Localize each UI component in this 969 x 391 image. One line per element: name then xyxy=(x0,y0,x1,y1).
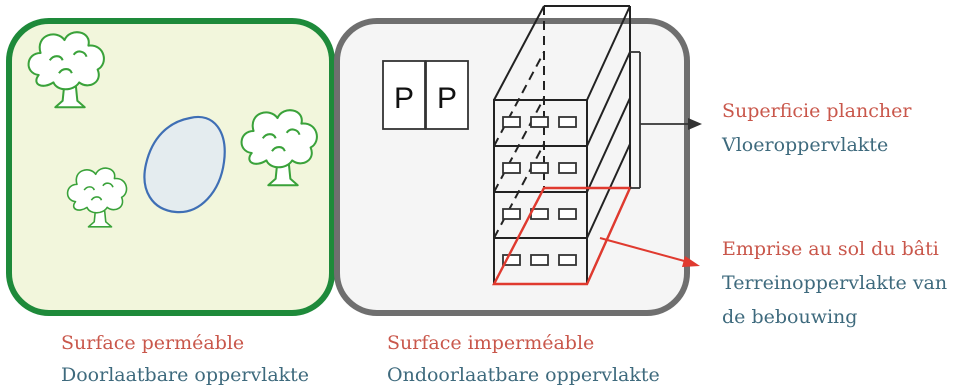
parking-sign-right xyxy=(425,60,469,130)
window-row-icon xyxy=(502,208,577,220)
pond-icon xyxy=(143,115,226,214)
impermeable-label-nl: Ondoorlaatbare oppervlakte xyxy=(387,364,660,386)
footprint-label-nl-line1: Terreinoppervlakte van xyxy=(722,272,948,294)
arrow-head-icon xyxy=(682,256,700,267)
impermeable-label-fr: Surface imperméable xyxy=(387,332,595,354)
window-row-icon xyxy=(502,162,577,174)
footprint-label-nl-line2: de bebouwing xyxy=(722,306,858,328)
parking-sign-left xyxy=(382,60,426,130)
footprint-label-fr: Emprise au sol du bâti xyxy=(722,238,939,260)
floor-area-bracket xyxy=(630,51,690,189)
permeable-label-nl: Doorlaatbare oppervlakte xyxy=(61,364,310,386)
floor-area-label-nl: Vloeroppervlakte xyxy=(722,134,889,156)
parking-sign-right-label: P xyxy=(437,82,457,115)
window-row-icon xyxy=(502,254,577,266)
footprint-arrow-line xyxy=(599,237,689,263)
window-row-icon xyxy=(502,116,577,128)
floor-area-label-fr: Superficie plancher xyxy=(722,100,912,122)
permeable-label-fr: Surface perméable xyxy=(61,332,245,354)
arrow-head-icon xyxy=(688,118,702,130)
parking-sign-left-label: P xyxy=(394,82,414,115)
